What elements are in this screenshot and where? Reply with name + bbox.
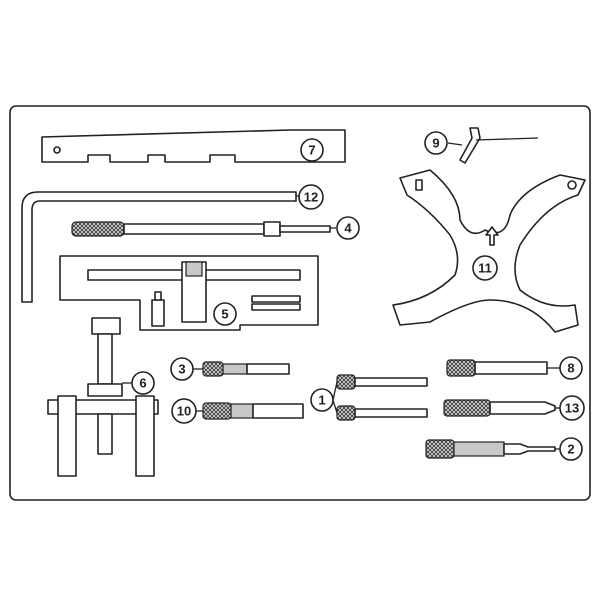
label-11: 11 <box>472 255 498 281</box>
label-9: 9 <box>424 131 448 155</box>
label-5: 5 <box>213 302 237 326</box>
tool-11-flywheel-holder <box>392 169 586 333</box>
label-8: 8 <box>559 356 583 380</box>
label-8-text: 8 <box>567 361 574 376</box>
label-1: 1 <box>310 388 334 412</box>
hole <box>53 146 61 154</box>
tool-6-puller <box>47 317 159 477</box>
label-11-text: 11 <box>478 261 492 276</box>
label-7-text: 7 <box>308 143 315 158</box>
tool-3-pin <box>202 361 290 377</box>
tool-9-triangle-pin <box>459 127 539 164</box>
label-13-text: 13 <box>565 401 579 416</box>
label-12: 12 <box>298 184 324 210</box>
label-1-text: 1 <box>318 393 325 408</box>
tool-10-pin <box>202 402 304 420</box>
tool-7-timing-bar <box>41 129 346 163</box>
tool-1-pin-pair <box>332 374 428 421</box>
label-6-text: 6 <box>139 376 146 391</box>
label-5-text: 5 <box>221 307 228 322</box>
label-13: 13 <box>559 395 585 421</box>
label-9-text: 9 <box>432 136 439 151</box>
label-10: 10 <box>171 398 197 424</box>
label-10-text: 10 <box>177 404 191 419</box>
label-2-text: 2 <box>567 442 574 457</box>
label-2: 2 <box>559 437 583 461</box>
tool-5-camshaft-holder <box>59 255 319 331</box>
leader-lines <box>122 142 560 450</box>
label-3: 3 <box>170 357 194 381</box>
tool-12-hex-key <box>21 191 297 303</box>
label-12-text: 12 <box>304 190 318 205</box>
label-7: 7 <box>300 138 324 162</box>
tool-8-pin <box>446 359 548 377</box>
label-6: 6 <box>131 371 155 395</box>
tool-2-pin <box>425 439 556 459</box>
label-3-text: 3 <box>178 362 185 377</box>
label-4: 4 <box>336 216 360 240</box>
label-4-text: 4 <box>344 221 352 236</box>
tool-13-pin <box>443 399 556 417</box>
tool-4-locking-pin <box>71 221 331 237</box>
